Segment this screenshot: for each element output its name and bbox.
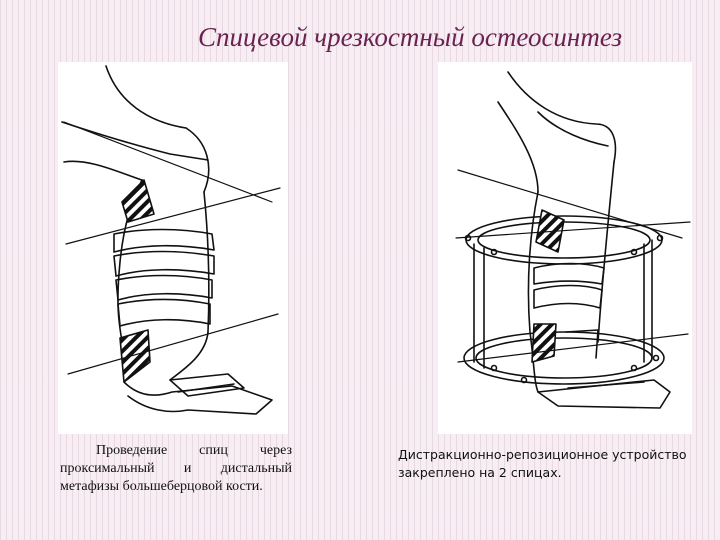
figure-right-panel — [438, 62, 692, 434]
slide-title: Спицевой чрезкостный остеосинтез — [198, 22, 622, 52]
caption-left: Проведение спиц через проксимальный и ди… — [60, 443, 292, 494]
leg-with-wires-illustration — [61, 65, 281, 415]
caption-right: Дистракционно-репозиционное устройство з… — [398, 447, 687, 480]
figure-left-panel — [58, 62, 288, 434]
leg-in-ring-apparatus-illustration — [455, 71, 691, 409]
